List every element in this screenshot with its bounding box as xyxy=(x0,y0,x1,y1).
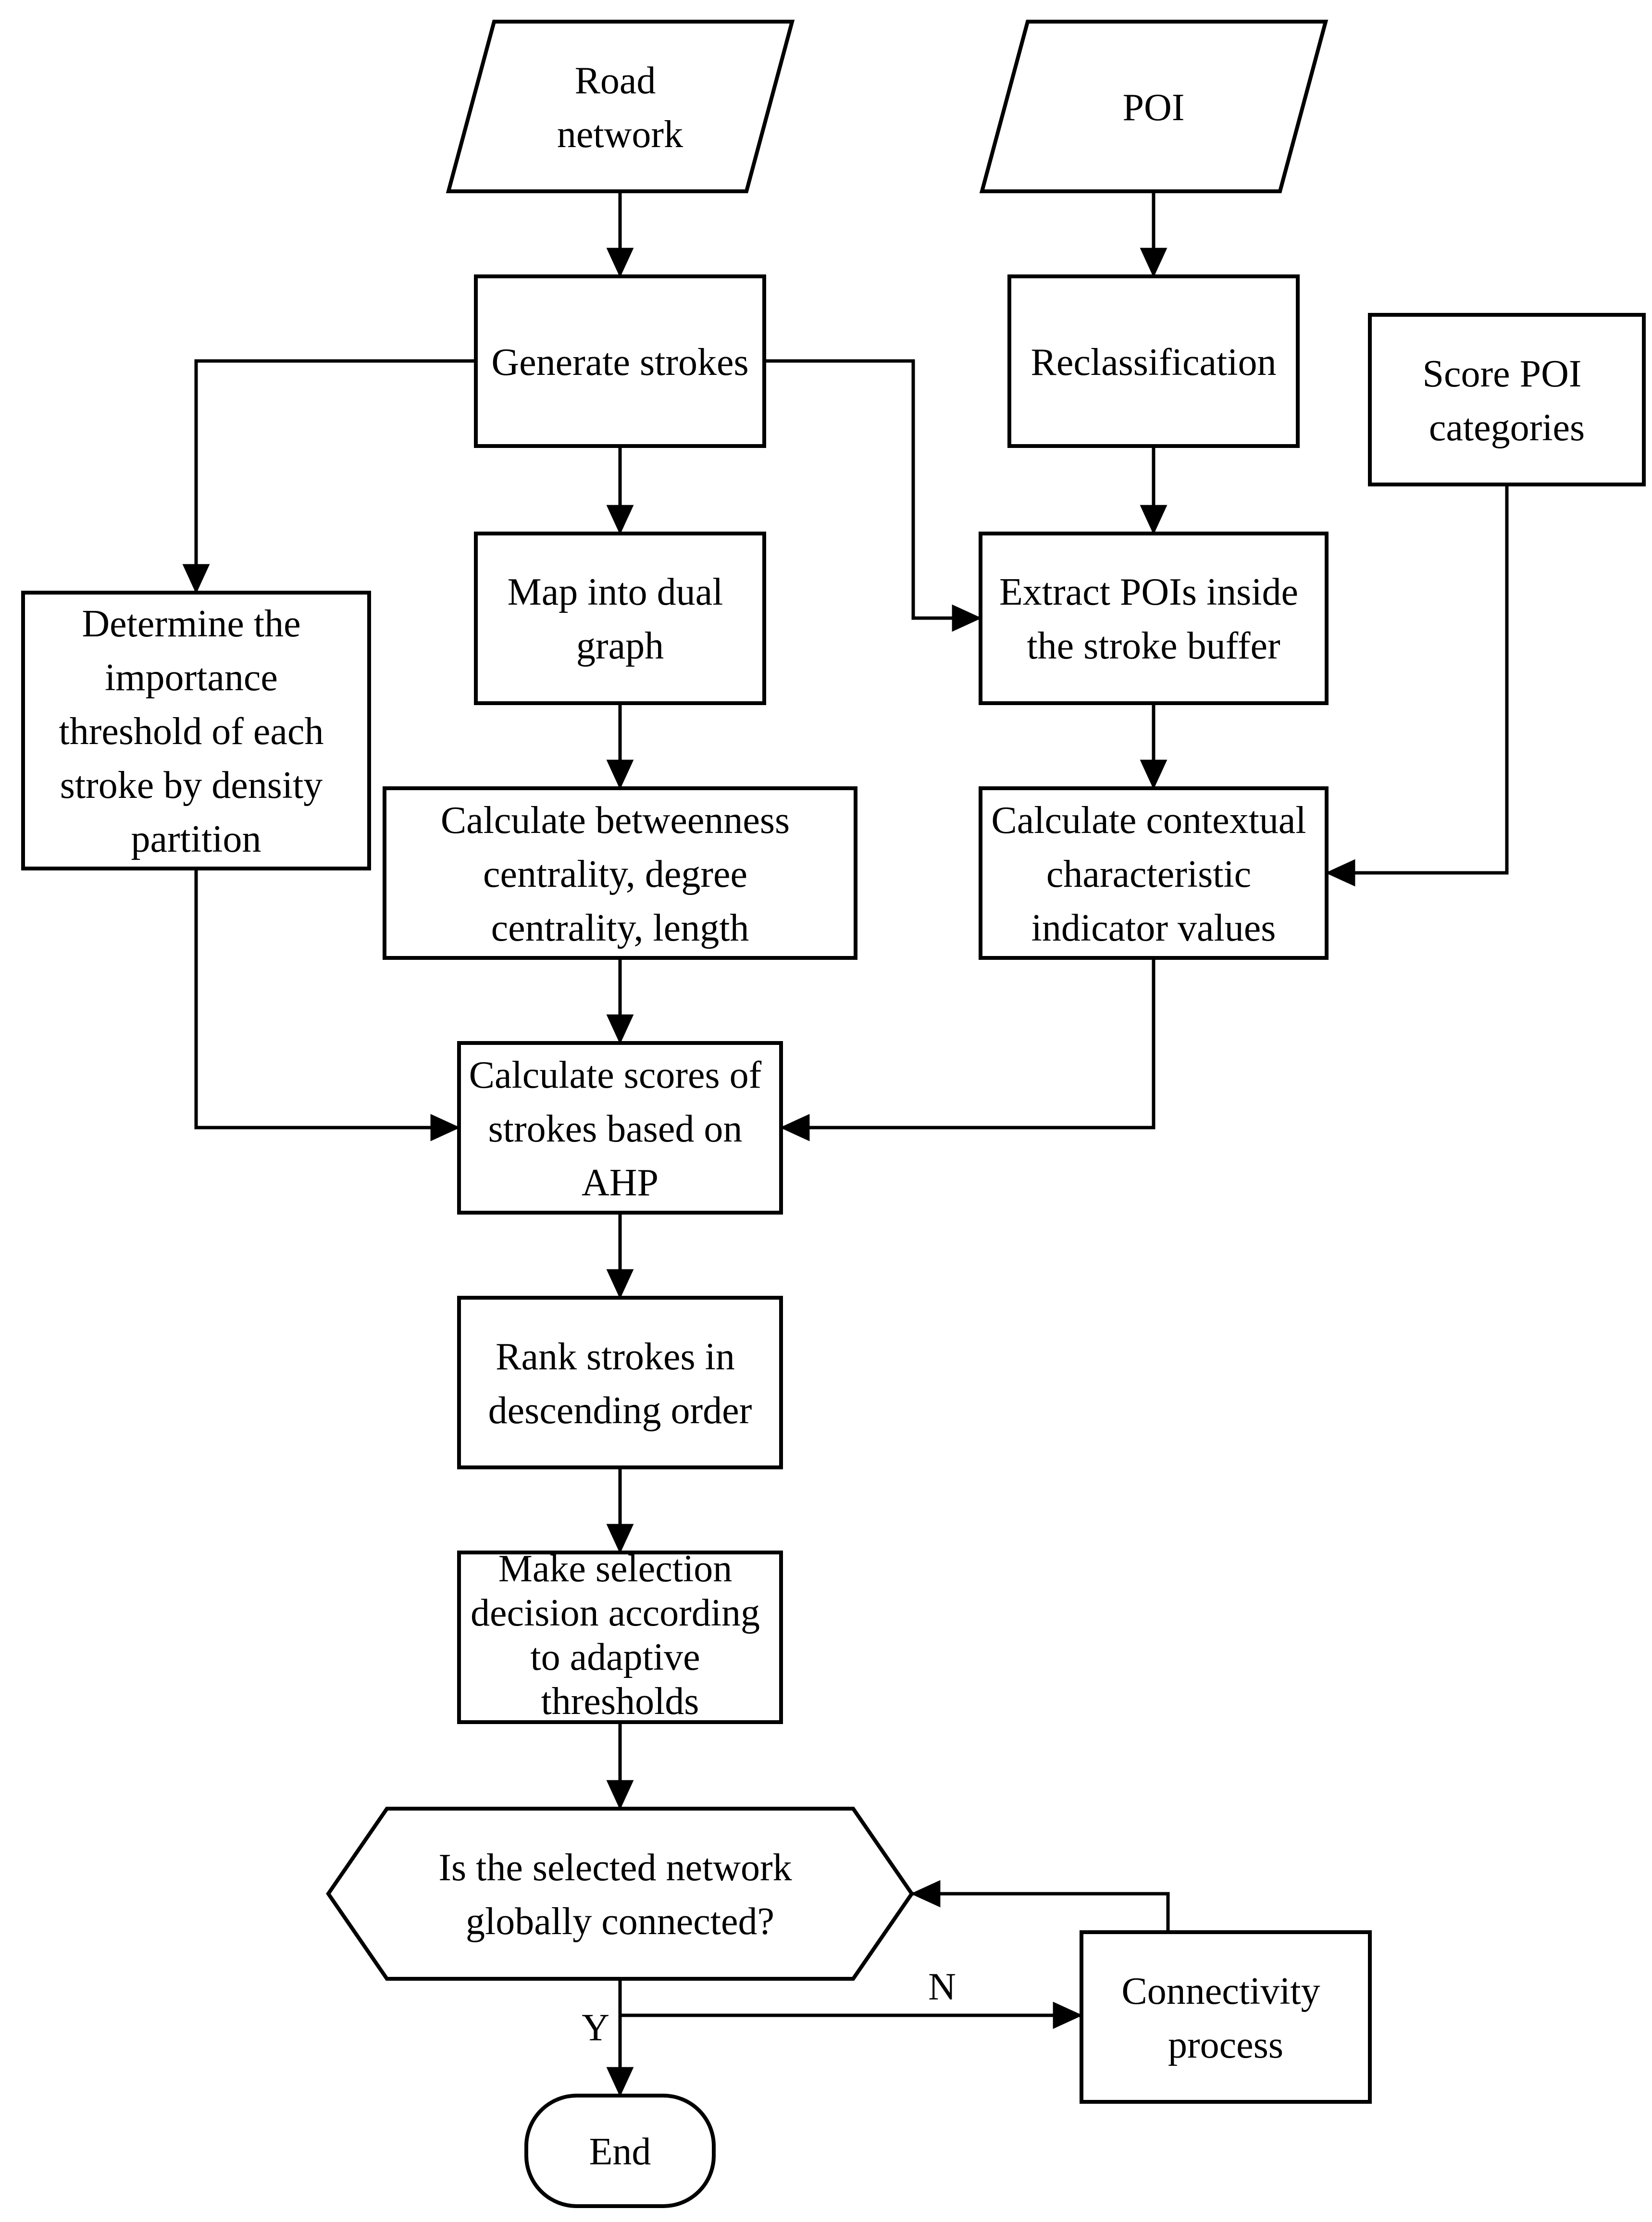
node-reclassification: Reclassification xyxy=(1007,274,1300,448)
box-calc-scores-ahp xyxy=(457,1041,783,1215)
box-calc-centrality xyxy=(383,786,857,960)
calc-contextual-label: Calculate contextual characteristic indi… xyxy=(991,799,1316,949)
reclassification-label: Reclassification xyxy=(1031,341,1277,384)
label-yes-branch: Y xyxy=(582,2007,609,2049)
node-generate-strokes: Generate strokes xyxy=(474,274,766,448)
box-determine-threshold xyxy=(21,591,371,870)
node-poi: POI xyxy=(979,20,1329,193)
box-calc-contextual xyxy=(979,786,1329,960)
box-generate-strokes xyxy=(474,274,766,448)
connectivity-decision-label: Is the selected network globally connect… xyxy=(438,1847,801,1943)
end-label: End xyxy=(589,2131,651,2173)
node-connectivity-process: Connectivity process xyxy=(1080,1930,1372,2104)
box-extract-pois xyxy=(979,532,1329,705)
node-determine-threshold: Determine the importance threshold of ea… xyxy=(21,591,371,870)
connectivity-process-label: Connectivity process xyxy=(1121,1970,1329,2066)
calc-scores-ahp-label: Calculate scores of strokes based on AHP xyxy=(469,1054,771,1204)
box-score-poi-categories xyxy=(1368,313,1646,486)
box-map-dual-graph xyxy=(474,532,766,705)
arrow-score-poi-to-calc-contextual xyxy=(1325,484,1509,887)
box-connectivity-process xyxy=(1080,1930,1372,2104)
rank-strokes-label: Rank strokes in descending order xyxy=(488,1336,752,1432)
extract-pois-label: Extract POIs inside the stroke buffer xyxy=(999,571,1308,667)
node-rank-strokes: Rank strokes in descending order xyxy=(457,1296,783,1469)
map-dual-graph-label: Map into dual graph xyxy=(508,571,733,667)
arrow-connectivity-feedback-to-decision xyxy=(910,1880,1170,1932)
node-connectivity-decision: Is the selected network globally connect… xyxy=(326,1807,914,1981)
terminator-end xyxy=(524,2094,716,2208)
box-make-selection xyxy=(457,1551,783,1724)
node-calc-scores-ahp: Calculate scores of strokes based on AHP xyxy=(457,1041,783,1215)
node-score-poi-categories: Score POI categories xyxy=(1368,313,1646,486)
node-road-network: Road network xyxy=(446,20,795,193)
node-calc-contextual: Calculate contextual characteristic indi… xyxy=(979,786,1329,960)
arrow-generate-strokes-to-determine xyxy=(182,359,476,594)
arrow-generate-strokes-to-extract-pois xyxy=(764,359,982,632)
box-reclassification xyxy=(1007,274,1300,448)
generate-strokes-label: Generate strokes xyxy=(491,341,748,384)
label-no-branch: N xyxy=(928,1966,956,2008)
poi-label: POI xyxy=(1123,87,1185,129)
determine-threshold-label: Determine the importance threshold of ea… xyxy=(59,603,334,860)
node-map-dual-graph: Map into dual graph xyxy=(474,532,766,705)
box-rank-strokes xyxy=(457,1296,783,1469)
arrow-determine-to-ahp xyxy=(194,869,460,1142)
hexagon-connectivity-decision xyxy=(326,1807,914,1981)
score-poi-categories-label: Score POI categories xyxy=(1422,353,1591,449)
connectors xyxy=(182,191,1509,2097)
node-extract-pois: Extract POIs inside the stroke buffer xyxy=(979,532,1329,705)
make-selection-label: Make selection decision according to ada… xyxy=(471,1548,770,1723)
node-calc-centrality: Calculate betweenness centrality, degree… xyxy=(383,786,857,960)
parallelogram-road-network xyxy=(446,20,795,193)
road-network-label: Road network xyxy=(557,60,683,156)
node-end: End xyxy=(524,2094,716,2208)
node-make-selection: Make selection decision according to ada… xyxy=(457,1548,783,1724)
calc-centrality-label: Calculate betweenness centrality, degree… xyxy=(441,799,799,949)
parallelogram-poi xyxy=(979,20,1329,193)
arrow-calc-contextual-to-ahp xyxy=(780,958,1155,1142)
